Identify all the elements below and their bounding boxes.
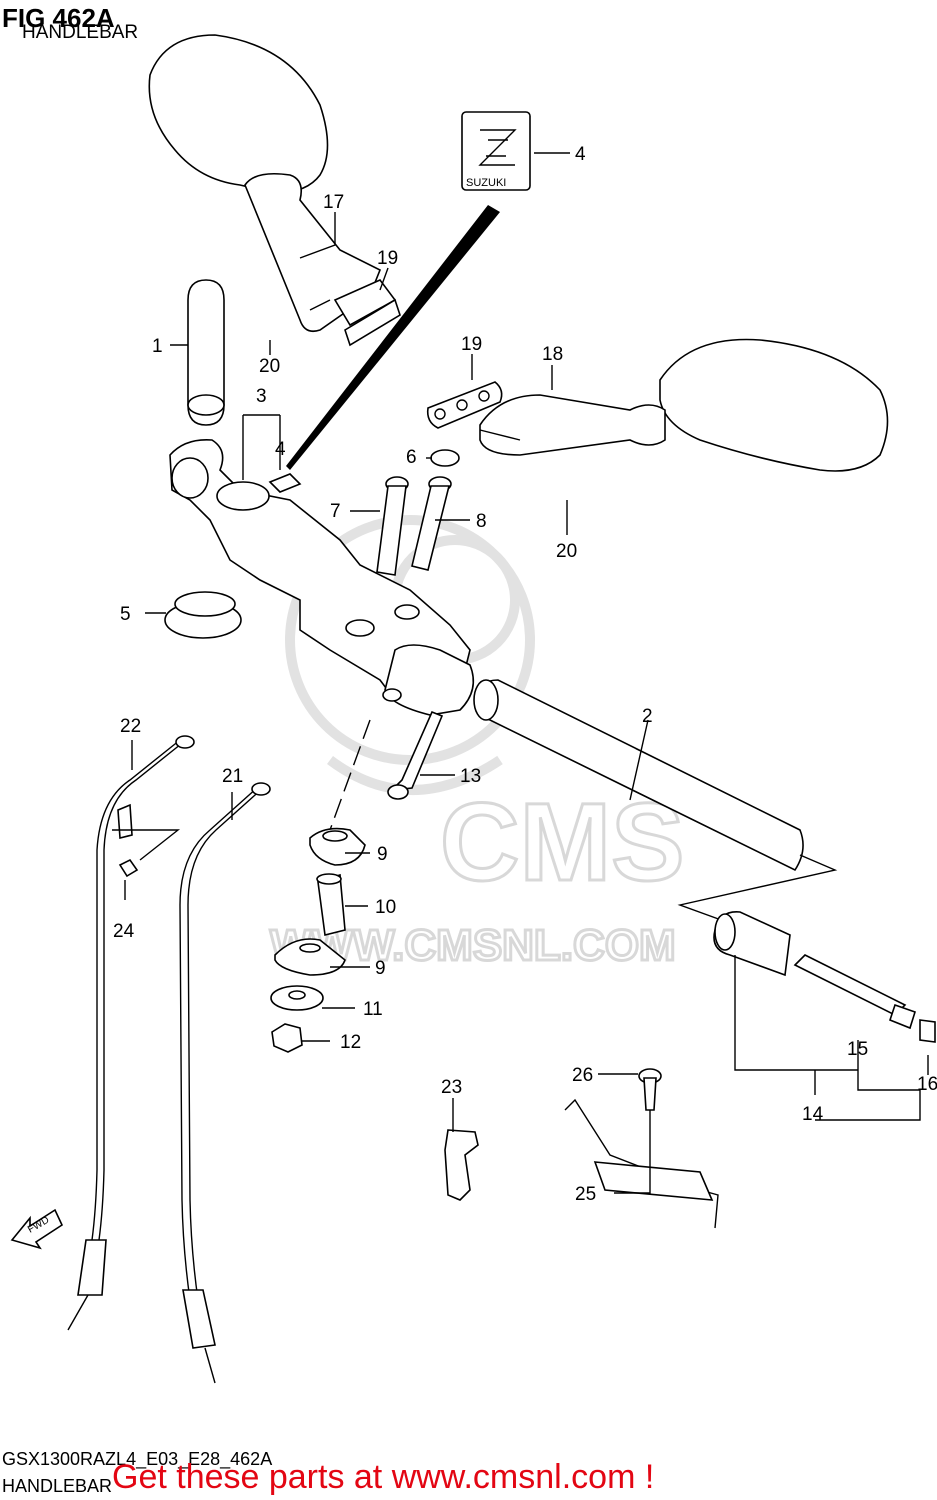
callout-20-upper: 20: [259, 356, 280, 377]
spacer-collar: [316, 873, 346, 936]
figure-subtitle: HANDLEBAR: [22, 22, 138, 43]
model-code: GSX1300RAZL4_E03_E28_462A: [2, 1449, 272, 1470]
callout-20-lower: 20: [556, 541, 577, 562]
callout-8: 8: [476, 511, 487, 532]
left-mirror: [148, 34, 397, 333]
bolt-8: [411, 476, 452, 571]
right-mirror: [479, 338, 889, 472]
callout-6: 6: [406, 447, 417, 468]
bar-end-bolt: [793, 954, 916, 1030]
suzuki-emblem: SUZUKI: [461, 111, 531, 191]
rubber-cushion-upper: [309, 827, 366, 866]
callout-14: 14: [802, 1104, 824, 1125]
footer-section: HANDLEBAR: [2, 1476, 112, 1496]
bar-end-washer: [919, 1019, 936, 1043]
callout-18: 18: [542, 344, 563, 365]
callout-5: 5: [120, 604, 131, 625]
promo-link[interactable]: Get these parts at www.cmsnl.com !: [112, 1458, 654, 1496]
emblem-pointer: [286, 205, 500, 470]
throttle-cable-22: [67, 735, 195, 1331]
callout-4-emblem: 4: [575, 144, 586, 165]
handlebar-holder: [169, 438, 475, 716]
callout-25: 25: [575, 1184, 596, 1205]
callout-2: 2: [642, 706, 653, 727]
assembly-center-line: [329, 719, 371, 831]
callout-11: 11: [363, 999, 383, 1020]
rubber-cushion-lower: [274, 938, 346, 976]
mirror-bracket-upper: [344, 298, 401, 347]
cable-guide: [444, 1129, 479, 1201]
callout-19-lower: 19: [461, 334, 482, 355]
seal: [164, 591, 242, 639]
mirror-bracket-lower: [426, 381, 503, 429]
nut: [271, 1023, 303, 1053]
callout-4-sticker: 4: [275, 439, 286, 460]
callout-15: 15: [847, 1039, 868, 1060]
callout-16: 16: [917, 1074, 937, 1095]
callout-22: 22: [120, 716, 141, 737]
emblem-text: SUZUKI: [466, 177, 506, 189]
callout-17: 17: [323, 192, 344, 213]
screw-24: [118, 858, 139, 878]
leader-lines: [112, 152, 929, 1194]
washer: [270, 985, 324, 1011]
callout-26: 26: [572, 1065, 593, 1086]
bracket-25: [564, 1098, 719, 1229]
tube-break-line: [677, 854, 838, 926]
holder-sticker: [268, 473, 302, 493]
callout-1: 1: [152, 336, 163, 357]
watermark-brand: CMS: [440, 781, 684, 904]
callout-7: 7: [330, 501, 341, 522]
callout-23: 23: [441, 1077, 462, 1098]
callout-19-upper: 19: [377, 248, 398, 269]
bolt-7: [376, 476, 409, 576]
cap-6: [430, 449, 460, 467]
handlebar-tube: [473, 679, 804, 872]
callout-13: 13: [460, 766, 481, 787]
grip: [187, 279, 225, 426]
figure-title: FIG 462A: [2, 3, 115, 33]
throttle-cable-21: [179, 782, 271, 1384]
callout-10: 10: [375, 897, 396, 918]
callout-9-upper: 9: [377, 844, 388, 865]
callout-3: 3: [256, 386, 267, 407]
callout-12: 12: [340, 1032, 361, 1053]
bar-end-weight: [713, 911, 791, 977]
callout-24: 24: [113, 921, 135, 942]
clamp-bolt: [387, 710, 444, 800]
callout-9-lower: 9: [375, 958, 386, 979]
callout-21: 21: [222, 766, 243, 787]
bolt-26: [638, 1068, 662, 1111]
fwd-arrow-icon: FWD: [10, 1208, 64, 1250]
